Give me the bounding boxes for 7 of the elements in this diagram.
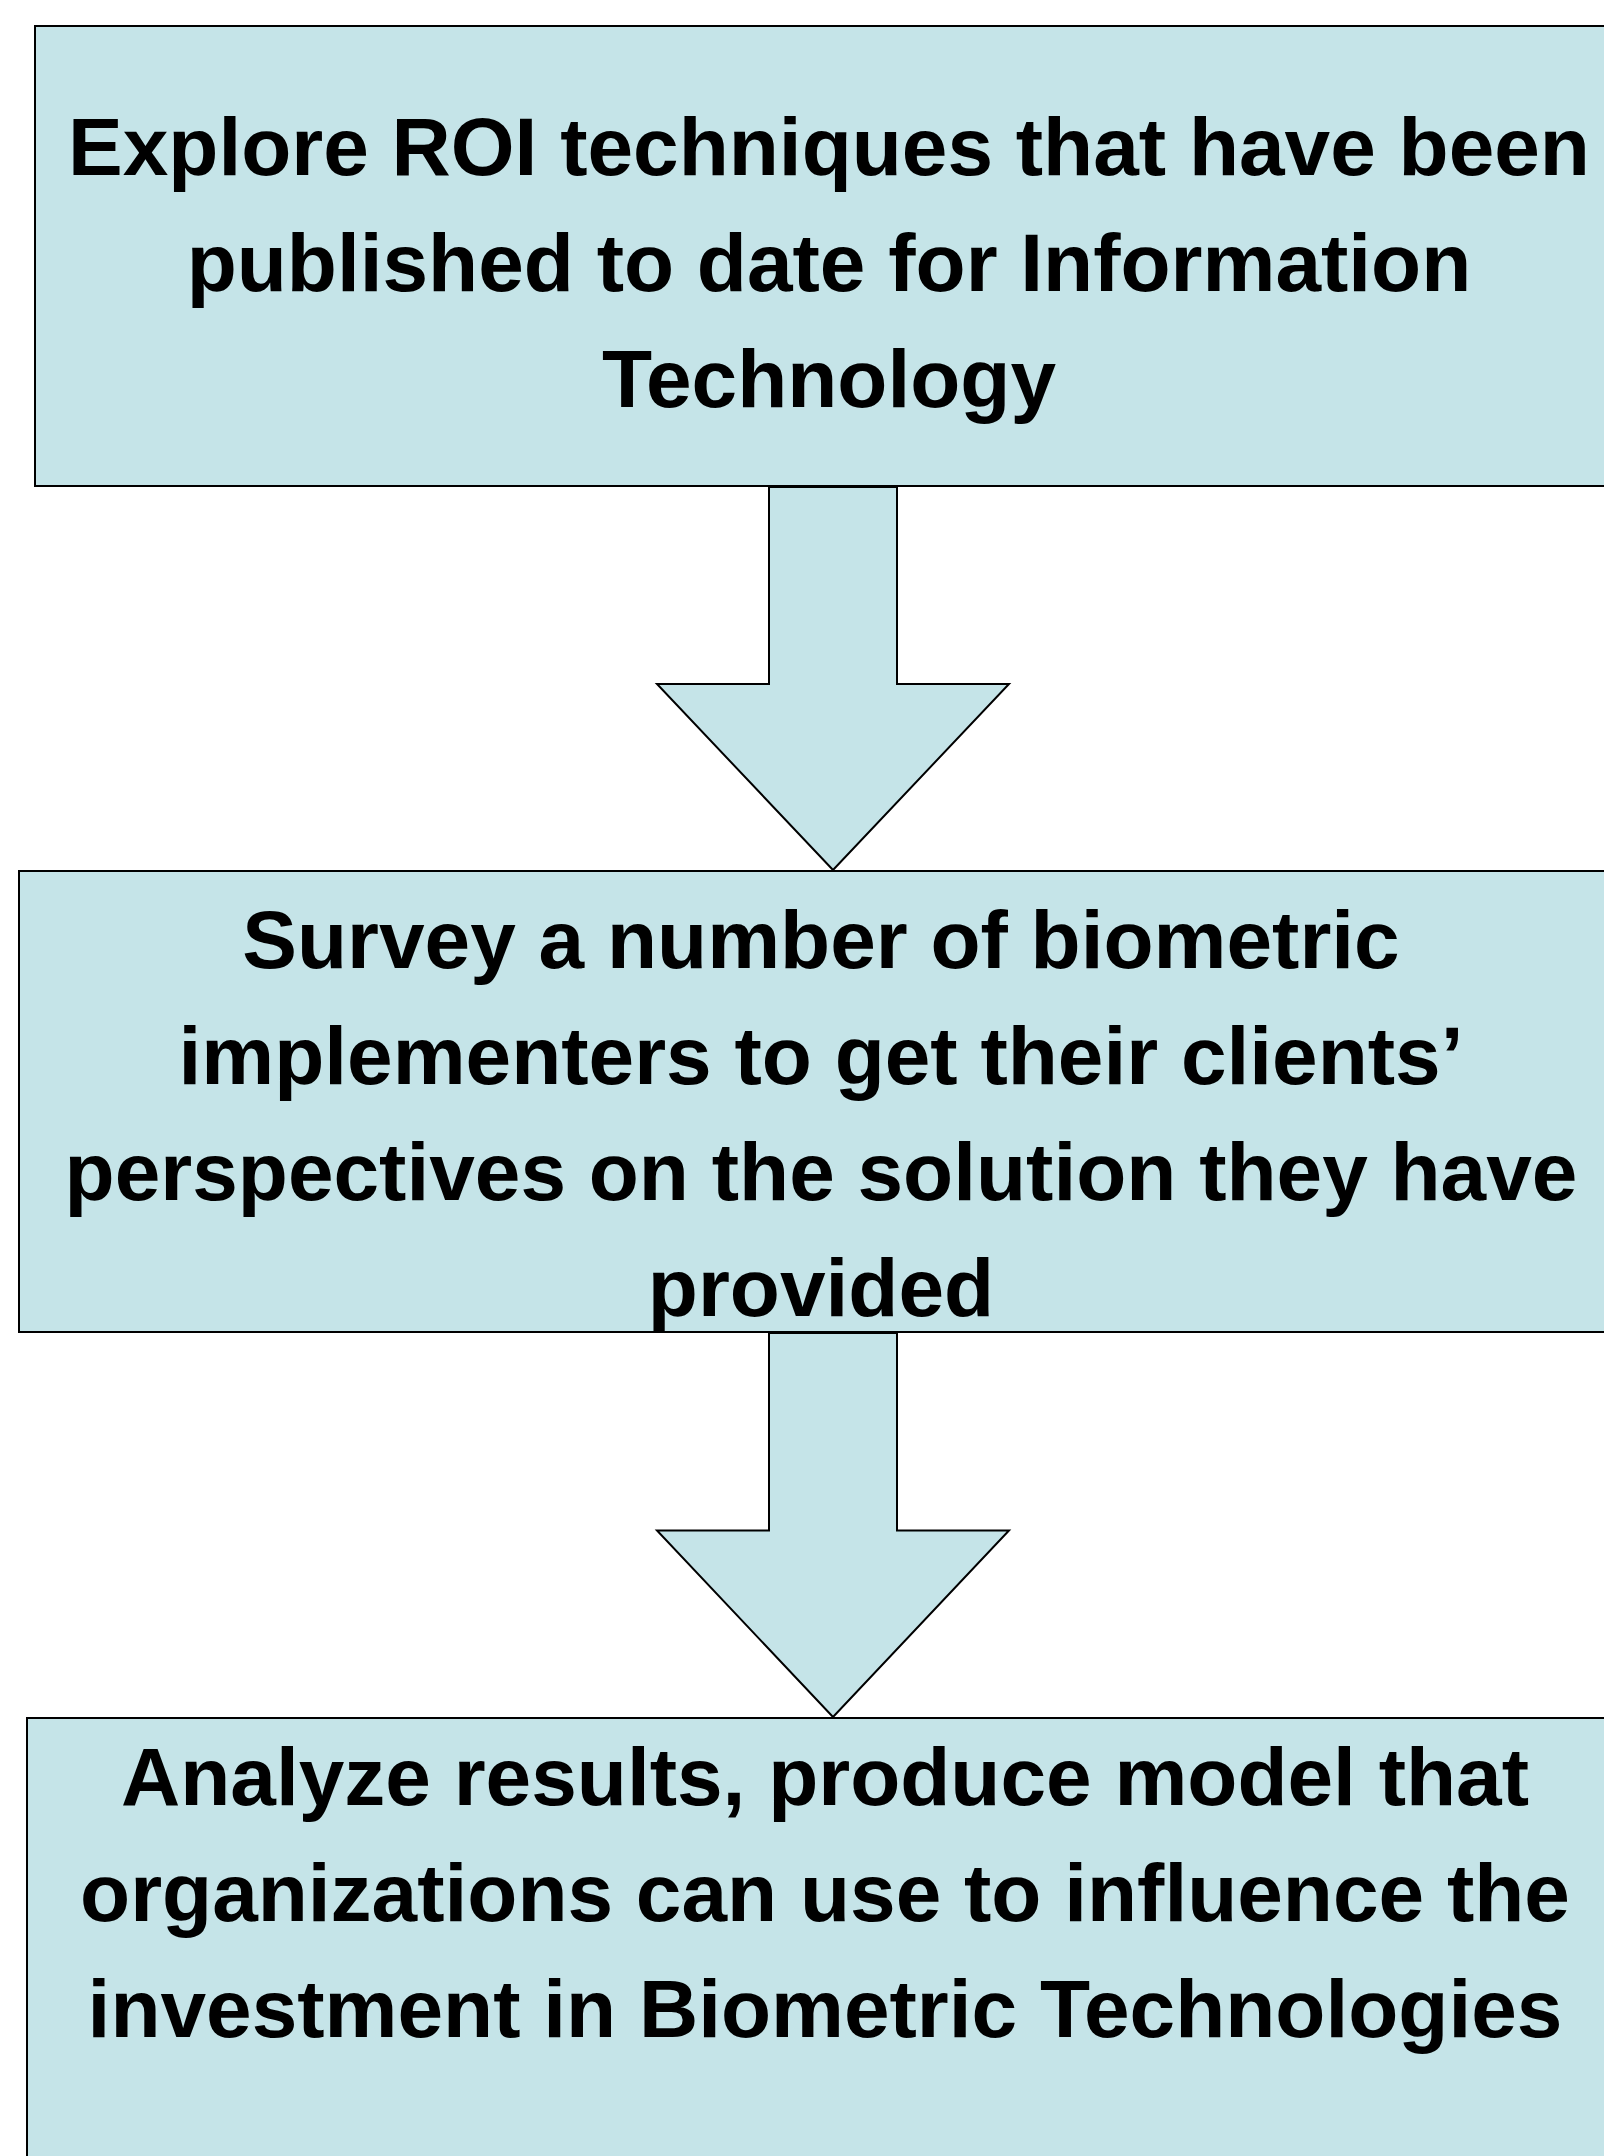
block-arrow — [654, 1332, 1012, 1719]
step-text: Analyze results, produce model that organizations can use to influence the investment in Biometric Technologies — [79, 1730, 1571, 2056]
block-arrow — [654, 486, 1012, 872]
step-text: Survey a number of biometric implementers to get their clients’ perspectives on the solution they have provided — [64, 893, 1578, 1335]
process-box — [26, 1717, 1604, 2156]
step-text: Explore ROI techniques that have been published to date for Information Technology — [67, 100, 1591, 426]
process-box — [34, 25, 1604, 487]
